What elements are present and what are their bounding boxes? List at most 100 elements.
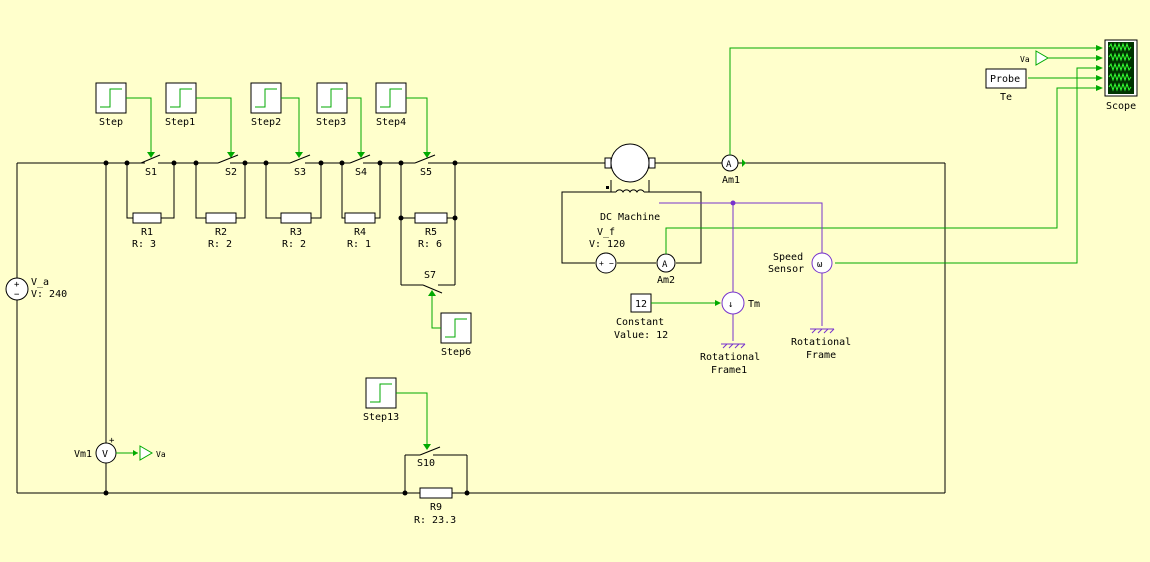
svg-text:+: + xyxy=(109,436,115,446)
constant-block[interactable]: 12 Constant Value: 12 xyxy=(614,293,721,341)
svg-text:S7: S7 xyxy=(424,270,436,281)
svg-text:S3: S3 xyxy=(294,167,306,178)
resistor-branches xyxy=(126,163,468,493)
svg-text:12: 12 xyxy=(635,299,647,310)
svg-text:Rotational: Rotational xyxy=(791,337,851,348)
resistor-r9[interactable]: R9 R: 23.3 xyxy=(414,487,456,526)
label-tag-va-scope: Va xyxy=(1020,50,1049,66)
resistor-r1[interactable]: R1 R: 3 xyxy=(132,212,162,250)
gate-signal-wires xyxy=(126,97,441,450)
svg-text:DC Machine: DC Machine xyxy=(600,212,660,223)
scope-block[interactable]: Scope xyxy=(1104,39,1138,112)
svg-text:S5: S5 xyxy=(420,167,432,178)
svg-text:Va: Va xyxy=(156,450,166,459)
svg-text:R: 23.3: R: 23.3 xyxy=(414,515,456,526)
svg-text:R: 2: R: 2 xyxy=(282,239,306,250)
svg-text:S2: S2 xyxy=(225,167,237,178)
svg-text:R: 3: R: 3 xyxy=(132,239,156,250)
mechanical-shaft xyxy=(659,200,823,341)
resistor-r3[interactable]: R3 R: 2 xyxy=(280,212,312,250)
svg-text:V: V xyxy=(102,449,108,460)
svg-text:Rotational: Rotational xyxy=(700,352,760,363)
resistor-r4[interactable]: R4 R: 1 xyxy=(344,212,376,250)
svg-text:Am2: Am2 xyxy=(657,275,675,286)
svg-text:V: 240: V: 240 xyxy=(31,289,67,300)
step13-block[interactable]: Step13 xyxy=(363,377,399,423)
armature-wires xyxy=(16,162,946,494)
svg-text:R: 6: R: 6 xyxy=(418,239,442,250)
svg-text:Frame1: Frame1 xyxy=(711,365,747,376)
step1-block[interactable]: Step1 xyxy=(165,82,197,128)
svg-text:A: A xyxy=(662,260,668,270)
junction-dots xyxy=(103,160,470,496)
voltmeter-vm1[interactable]: V + Vm1 xyxy=(74,436,138,464)
step4-block[interactable]: Step4 xyxy=(375,82,407,128)
voltage-source-vf[interactable]: + − V_f V: 120 xyxy=(589,227,625,274)
step3-block[interactable]: Step3 xyxy=(316,82,348,128)
svg-text:Va: Va xyxy=(1020,55,1030,64)
svg-text:+: + xyxy=(14,280,20,290)
switch-s4[interactable]: S4 xyxy=(349,154,371,178)
svg-text:Step1: Step1 xyxy=(165,117,195,128)
svg-text:Step6: Step6 xyxy=(441,347,471,358)
svg-text:V_f: V_f xyxy=(597,227,615,238)
label-tag-va: Va xyxy=(139,445,166,461)
svg-text:Am1: Am1 xyxy=(722,175,740,186)
svg-text:Probe: Probe xyxy=(990,74,1020,85)
step-block[interactable]: Step xyxy=(95,82,127,128)
svg-text:Frame: Frame xyxy=(806,350,836,361)
svg-text:Constant: Constant xyxy=(616,317,664,328)
resistor-r2[interactable]: R2 R: 2 xyxy=(205,212,237,250)
svg-text:+: + xyxy=(599,259,604,268)
svg-text:ω: ω xyxy=(817,260,823,270)
svg-text:Tm: Tm xyxy=(748,299,760,310)
rotational-frame1[interactable]: Rotational Frame1 xyxy=(700,343,760,376)
svg-text:R3: R3 xyxy=(290,227,302,238)
switch-s7[interactable]: S7 xyxy=(422,270,443,294)
rotational-frame[interactable]: Rotational Frame xyxy=(791,328,851,361)
svg-text:S10: S10 xyxy=(417,458,435,469)
voltage-source-va[interactable]: + − V_a V: 240 xyxy=(5,277,67,301)
svg-text:R: 2: R: 2 xyxy=(208,239,232,250)
svg-text:Step13: Step13 xyxy=(363,412,399,423)
svg-text:R4: R4 xyxy=(354,227,366,238)
svg-text:R5: R5 xyxy=(425,227,437,238)
svg-text:V: 120: V: 120 xyxy=(589,239,625,250)
dc-machine[interactable]: DC Machine xyxy=(600,143,660,223)
speed-sensor[interactable]: ω Speed Sensor xyxy=(768,252,833,275)
svg-text:−: − xyxy=(14,290,20,300)
switch-s5[interactable]: S5 xyxy=(414,154,436,178)
step2-block[interactable]: Step2 xyxy=(250,82,282,128)
svg-text:S4: S4 xyxy=(355,167,367,178)
svg-text:Step4: Step4 xyxy=(376,117,406,128)
svg-text:R: 1: R: 1 xyxy=(347,239,371,250)
svg-text:Sensor: Sensor xyxy=(768,264,804,275)
svg-text:Step: Step xyxy=(99,117,123,128)
svg-text:Vm1: Vm1 xyxy=(74,449,92,460)
probe-block[interactable]: Probe Te xyxy=(985,68,1027,103)
torque-source-tm[interactable]: ↓ Tm xyxy=(721,291,760,315)
step6-block[interactable]: Step6 xyxy=(440,312,472,358)
switch-s1[interactable]: S1 xyxy=(140,154,161,178)
svg-text:V_a: V_a xyxy=(31,277,49,288)
svg-text:↓: ↓ xyxy=(728,300,733,310)
svg-text:Step2: Step2 xyxy=(251,117,281,128)
ammeter-am1[interactable]: A Am1 xyxy=(721,154,740,186)
svg-text:Scope: Scope xyxy=(1106,101,1136,112)
svg-text:S1: S1 xyxy=(145,167,157,178)
svg-text:Value: 12: Value: 12 xyxy=(614,330,668,341)
resistor-r5[interactable]: R5 R: 6 xyxy=(414,212,448,250)
switch-s3[interactable]: S3 xyxy=(289,154,311,178)
scope-signal-wires xyxy=(665,45,1103,264)
svg-text:−: − xyxy=(609,259,614,268)
svg-text:R2: R2 xyxy=(215,227,227,238)
svg-text:Te: Te xyxy=(1000,92,1012,103)
svg-text:R9: R9 xyxy=(430,502,442,513)
ammeter-am2[interactable]: A Am2 xyxy=(656,253,676,286)
svg-text:R1: R1 xyxy=(141,227,153,238)
switch-s2[interactable]: S2 xyxy=(217,154,239,178)
svg-text:Speed: Speed xyxy=(773,252,803,263)
switch-s10[interactable]: S10 xyxy=(417,446,441,469)
svg-text:A: A xyxy=(726,160,732,170)
